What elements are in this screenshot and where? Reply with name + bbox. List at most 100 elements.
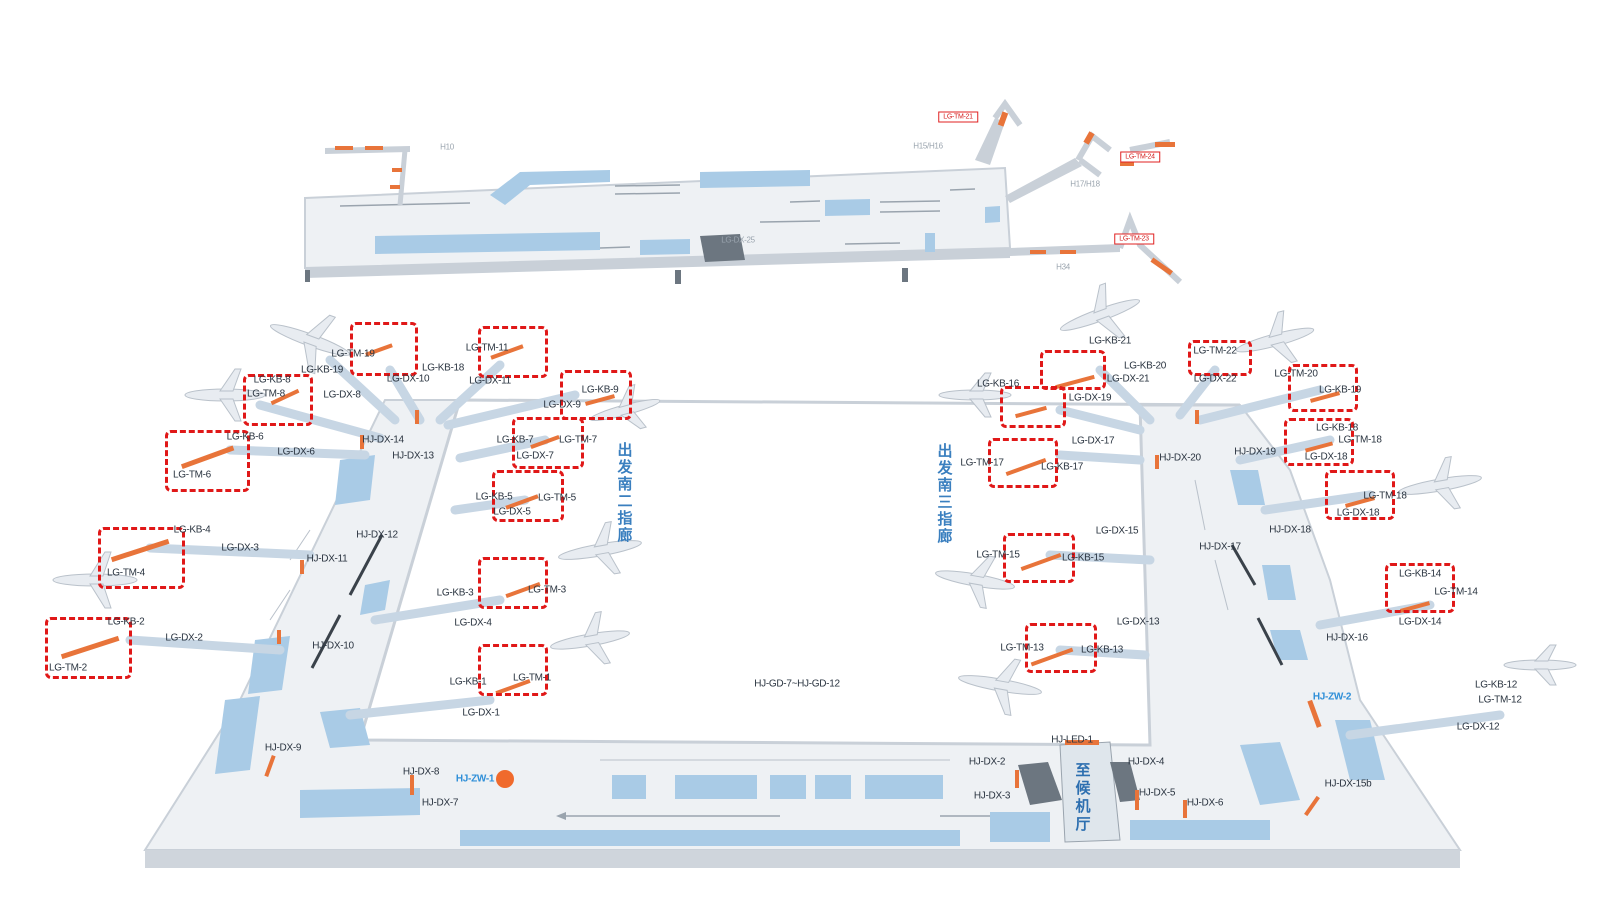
aircraft-12 bbox=[958, 658, 1042, 716]
marker-box-tm-18b[interactable] bbox=[1325, 470, 1395, 520]
aircraft-9 bbox=[938, 372, 1012, 418]
upper-right-pier-2 bbox=[1005, 158, 1082, 203]
label-lg-kb-6: LG-KB-6 bbox=[226, 431, 264, 443]
label-lg-tm-2: LG-TM-2 bbox=[49, 662, 87, 674]
upper-left-ads bbox=[335, 146, 402, 189]
label-lg-kb-3: LG-KB-3 bbox=[436, 587, 474, 599]
label-lg-kb-21: LG-KB-21 bbox=[1088, 335, 1132, 347]
marker-lg-tm-21[interactable]: LG-TM-21 bbox=[938, 111, 978, 123]
label-hj-gd-range: HJ-GD-7~HJ-GD-12 bbox=[754, 678, 840, 690]
upper-block-3 bbox=[375, 232, 600, 254]
marker-box-tm-22[interactable] bbox=[1188, 340, 1252, 376]
marker-lg-tm-23[interactable]: LG-TM-23 bbox=[1114, 233, 1154, 245]
label-lg-dx-1: LG-DX-1 bbox=[462, 707, 500, 719]
upper-right-ads bbox=[997, 111, 1175, 276]
upper-right-pier-1 bbox=[975, 118, 1005, 165]
label-lg-tm-17: LG-TM-17 bbox=[960, 457, 1004, 469]
label-lg-tm-20: LG-TM-20 bbox=[1274, 368, 1318, 380]
label-lg-tm-19: LG-TM-19 bbox=[331, 348, 375, 360]
label-lg-dx-15: LG-DX-15 bbox=[1095, 525, 1139, 537]
label-lg-kb-4: LG-KB-4 bbox=[173, 524, 211, 536]
label-lg-dx-13: LG-DX-13 bbox=[1116, 616, 1160, 628]
label-h10: H10 bbox=[440, 142, 454, 152]
marker-box-tm-2[interactable] bbox=[45, 617, 132, 679]
label-hj-dx-9: HJ-DX-9 bbox=[264, 742, 302, 754]
label-lg-kb-5: LG-KB-5 bbox=[475, 491, 513, 503]
label-lg-dx-14: LG-DX-14 bbox=[1398, 616, 1442, 628]
label-lg-tm-13: LG-TM-13 bbox=[1000, 642, 1044, 654]
escalator-right bbox=[1110, 762, 1140, 802]
label-hj-led-1: HJ-LED-1 bbox=[1051, 734, 1093, 746]
label-lg-dx-9: LG-DX-9 bbox=[543, 399, 581, 411]
front-hall-blocks bbox=[460, 775, 1270, 846]
marker-box-tm-11[interactable] bbox=[478, 326, 548, 378]
marker-box-kb-20[interactable] bbox=[1040, 350, 1106, 390]
label-lg-kb-7: LG-KB-7 bbox=[496, 434, 534, 446]
label-lg-dx-18: LG-DX-18 bbox=[1336, 507, 1380, 519]
marker-box-tm-5[interactable] bbox=[492, 470, 564, 522]
marker-lg-tm-24[interactable]: LG-TM-24 bbox=[1120, 151, 1160, 163]
label-lg-tm-3: LG-TM-3 bbox=[528, 584, 566, 596]
gate-seating bbox=[269, 479, 1229, 761]
aircraft-4 bbox=[558, 521, 642, 575]
label-lg-tm-11: LG-TM-11 bbox=[465, 342, 509, 354]
marker-box-tm-3[interactable] bbox=[478, 557, 548, 609]
left-jet-bridges bbox=[125, 355, 580, 720]
label-lg-dx-22: LG-DX-22 bbox=[1193, 373, 1237, 385]
label-hj-dx-16: HJ-DX-16 bbox=[1326, 632, 1368, 644]
zone-marker-zw-1[interactable] bbox=[496, 770, 514, 788]
lower-inner-court bbox=[357, 398, 1241, 747]
label-hj-dx-10: HJ-DX-10 bbox=[312, 640, 354, 652]
label-lg-tm-1: LG-TM-1 bbox=[513, 672, 551, 684]
label-lg-kb-9: LG-KB-9 bbox=[581, 384, 619, 396]
label-h17: H17/H18 bbox=[1070, 179, 1100, 189]
label-lg-kb-17: LG-KB-17 bbox=[1040, 461, 1084, 473]
marker-box-tm-13[interactable] bbox=[1025, 623, 1097, 673]
marker-box-kb-9[interactable] bbox=[560, 370, 632, 420]
label-south-pier-3: 出发南三指廊 bbox=[935, 443, 953, 545]
aircraft-3 bbox=[52, 551, 138, 609]
marker-box-tm-15[interactable] bbox=[1003, 533, 1075, 583]
label-lg-kb-19: LG-KB-19 bbox=[300, 364, 344, 376]
label-hj-dx-6: HJ-DX-6 bbox=[1186, 797, 1224, 809]
upper-block-6 bbox=[925, 233, 935, 252]
label-lg-tm-8: LG-TM-8 bbox=[247, 388, 285, 400]
marker-box-tm-14[interactable] bbox=[1385, 563, 1455, 613]
label-lg-kb-1: LG-KB-1 bbox=[449, 676, 487, 688]
label-lg-dx-25: LG-DX-25 bbox=[721, 235, 755, 245]
label-hj-dx-14: HJ-DX-14 bbox=[362, 434, 404, 446]
label-lg-kb-14: LG-KB-14 bbox=[1398, 568, 1442, 580]
marker-box-tm-16[interactable] bbox=[1000, 386, 1066, 428]
upper-concourse bbox=[304, 98, 1183, 285]
label-lg-kb-12: LG-KB-12 bbox=[1474, 679, 1518, 691]
marker-box-tm-20[interactable] bbox=[1288, 364, 1358, 412]
label-lg-kb-13: LG-KB-13 bbox=[1080, 644, 1124, 656]
marker-box-tm-1[interactable] bbox=[478, 644, 548, 696]
label-lg-kb-18: LG-KB-18 bbox=[421, 362, 465, 374]
label-lg-dx-10: LG-DX-10 bbox=[386, 373, 430, 385]
marker-box-tm-6[interactable] bbox=[165, 430, 250, 492]
label-lg-kb-19: LG-KB-19 bbox=[1318, 384, 1362, 396]
label-hj-zw-2: HJ-ZW-2 bbox=[1312, 691, 1352, 703]
label-lg-kb-15: LG-KB-15 bbox=[1061, 552, 1105, 564]
marker-box-tm-18[interactable] bbox=[1284, 418, 1354, 466]
label-lg-kb-2: LG-KB-2 bbox=[107, 616, 145, 628]
label-lg-kb-20: LG-KB-20 bbox=[1123, 360, 1167, 372]
label-hj-dx-8: HJ-DX-8 bbox=[402, 766, 440, 778]
upper-left-connector bbox=[397, 149, 408, 206]
label-h34: H34 bbox=[1056, 262, 1070, 272]
label-lg-tm-18: LG-TM-18 bbox=[1338, 434, 1382, 446]
label-hj-dx-2: HJ-DX-2 bbox=[968, 756, 1006, 768]
lower-terminal bbox=[143, 398, 1462, 868]
upper-concourse-edge bbox=[305, 248, 1010, 278]
marker-box-tm-7[interactable] bbox=[512, 417, 584, 469]
marker-box-tm-4[interactable] bbox=[98, 527, 185, 589]
marker-box-tm-8[interactable] bbox=[243, 374, 313, 426]
marker-box-tm-17[interactable] bbox=[988, 438, 1058, 488]
upper-block-1 bbox=[490, 170, 610, 205]
label-hj-dx-5: HJ-DX-5 bbox=[1138, 787, 1176, 799]
upper-block-2 bbox=[700, 170, 810, 188]
marker-box-tm-19[interactable] bbox=[350, 322, 418, 376]
label-lg-kb-16: LG-KB-16 bbox=[976, 378, 1020, 390]
walkway-arrowhead-left bbox=[556, 812, 566, 820]
